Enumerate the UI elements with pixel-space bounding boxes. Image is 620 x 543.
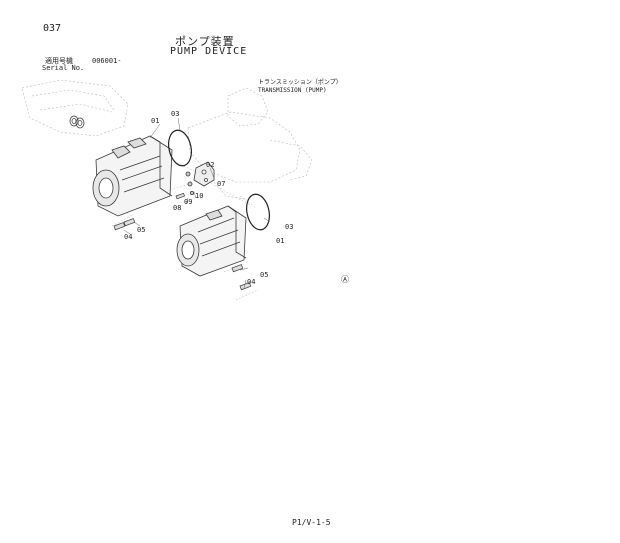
callout-upper-10: 10 (195, 192, 204, 200)
callout-upper-01: 01 (151, 117, 160, 125)
callout-upper-07: 07 (217, 180, 226, 188)
callout-lower-05: 05 (260, 271, 269, 279)
serial-value: 006001- (92, 57, 122, 65)
callout-upper-02: 02 (206, 161, 215, 169)
callout-lower-01: 01 (276, 237, 285, 245)
callout-upper-05: 05 (137, 226, 146, 234)
background-assembly-outline (21, 79, 313, 201)
callout-lower-03: 03 (285, 223, 294, 231)
callout-leader-lines (123, 117, 271, 289)
callout-lower-04: 04 (247, 278, 256, 286)
serial-label-japanese: 適用号機 (45, 57, 73, 65)
reference-circle-mark: Ⓐ (341, 275, 349, 284)
callout-upper-08: 08 (173, 204, 182, 212)
reference-label: TRANSMISSION (PUMP) (258, 87, 327, 94)
callout-upper-04: 04 (124, 233, 133, 241)
lower-pump-body (176, 205, 247, 277)
serial-label: Serial No. (42, 64, 85, 72)
o-ring-upper (168, 129, 192, 167)
valve-block (185, 161, 215, 195)
footer-page-code: P1/V-1-5 (292, 518, 331, 527)
reference-label-japanese: トランスミッション（ポンプ） (258, 79, 342, 86)
seal-rings-small (69, 115, 85, 129)
bolts-upper (113, 192, 185, 231)
page-number: 037 (43, 23, 62, 34)
o-ring-lower (246, 193, 270, 231)
callout-upper-09: 09 (184, 198, 193, 206)
upper-pump-body (92, 135, 173, 217)
page-title-japanese: ポンプ装置 (175, 35, 235, 48)
callout-upper-03: 03 (171, 110, 180, 118)
page-title: PUMP DEVICE (170, 46, 248, 57)
